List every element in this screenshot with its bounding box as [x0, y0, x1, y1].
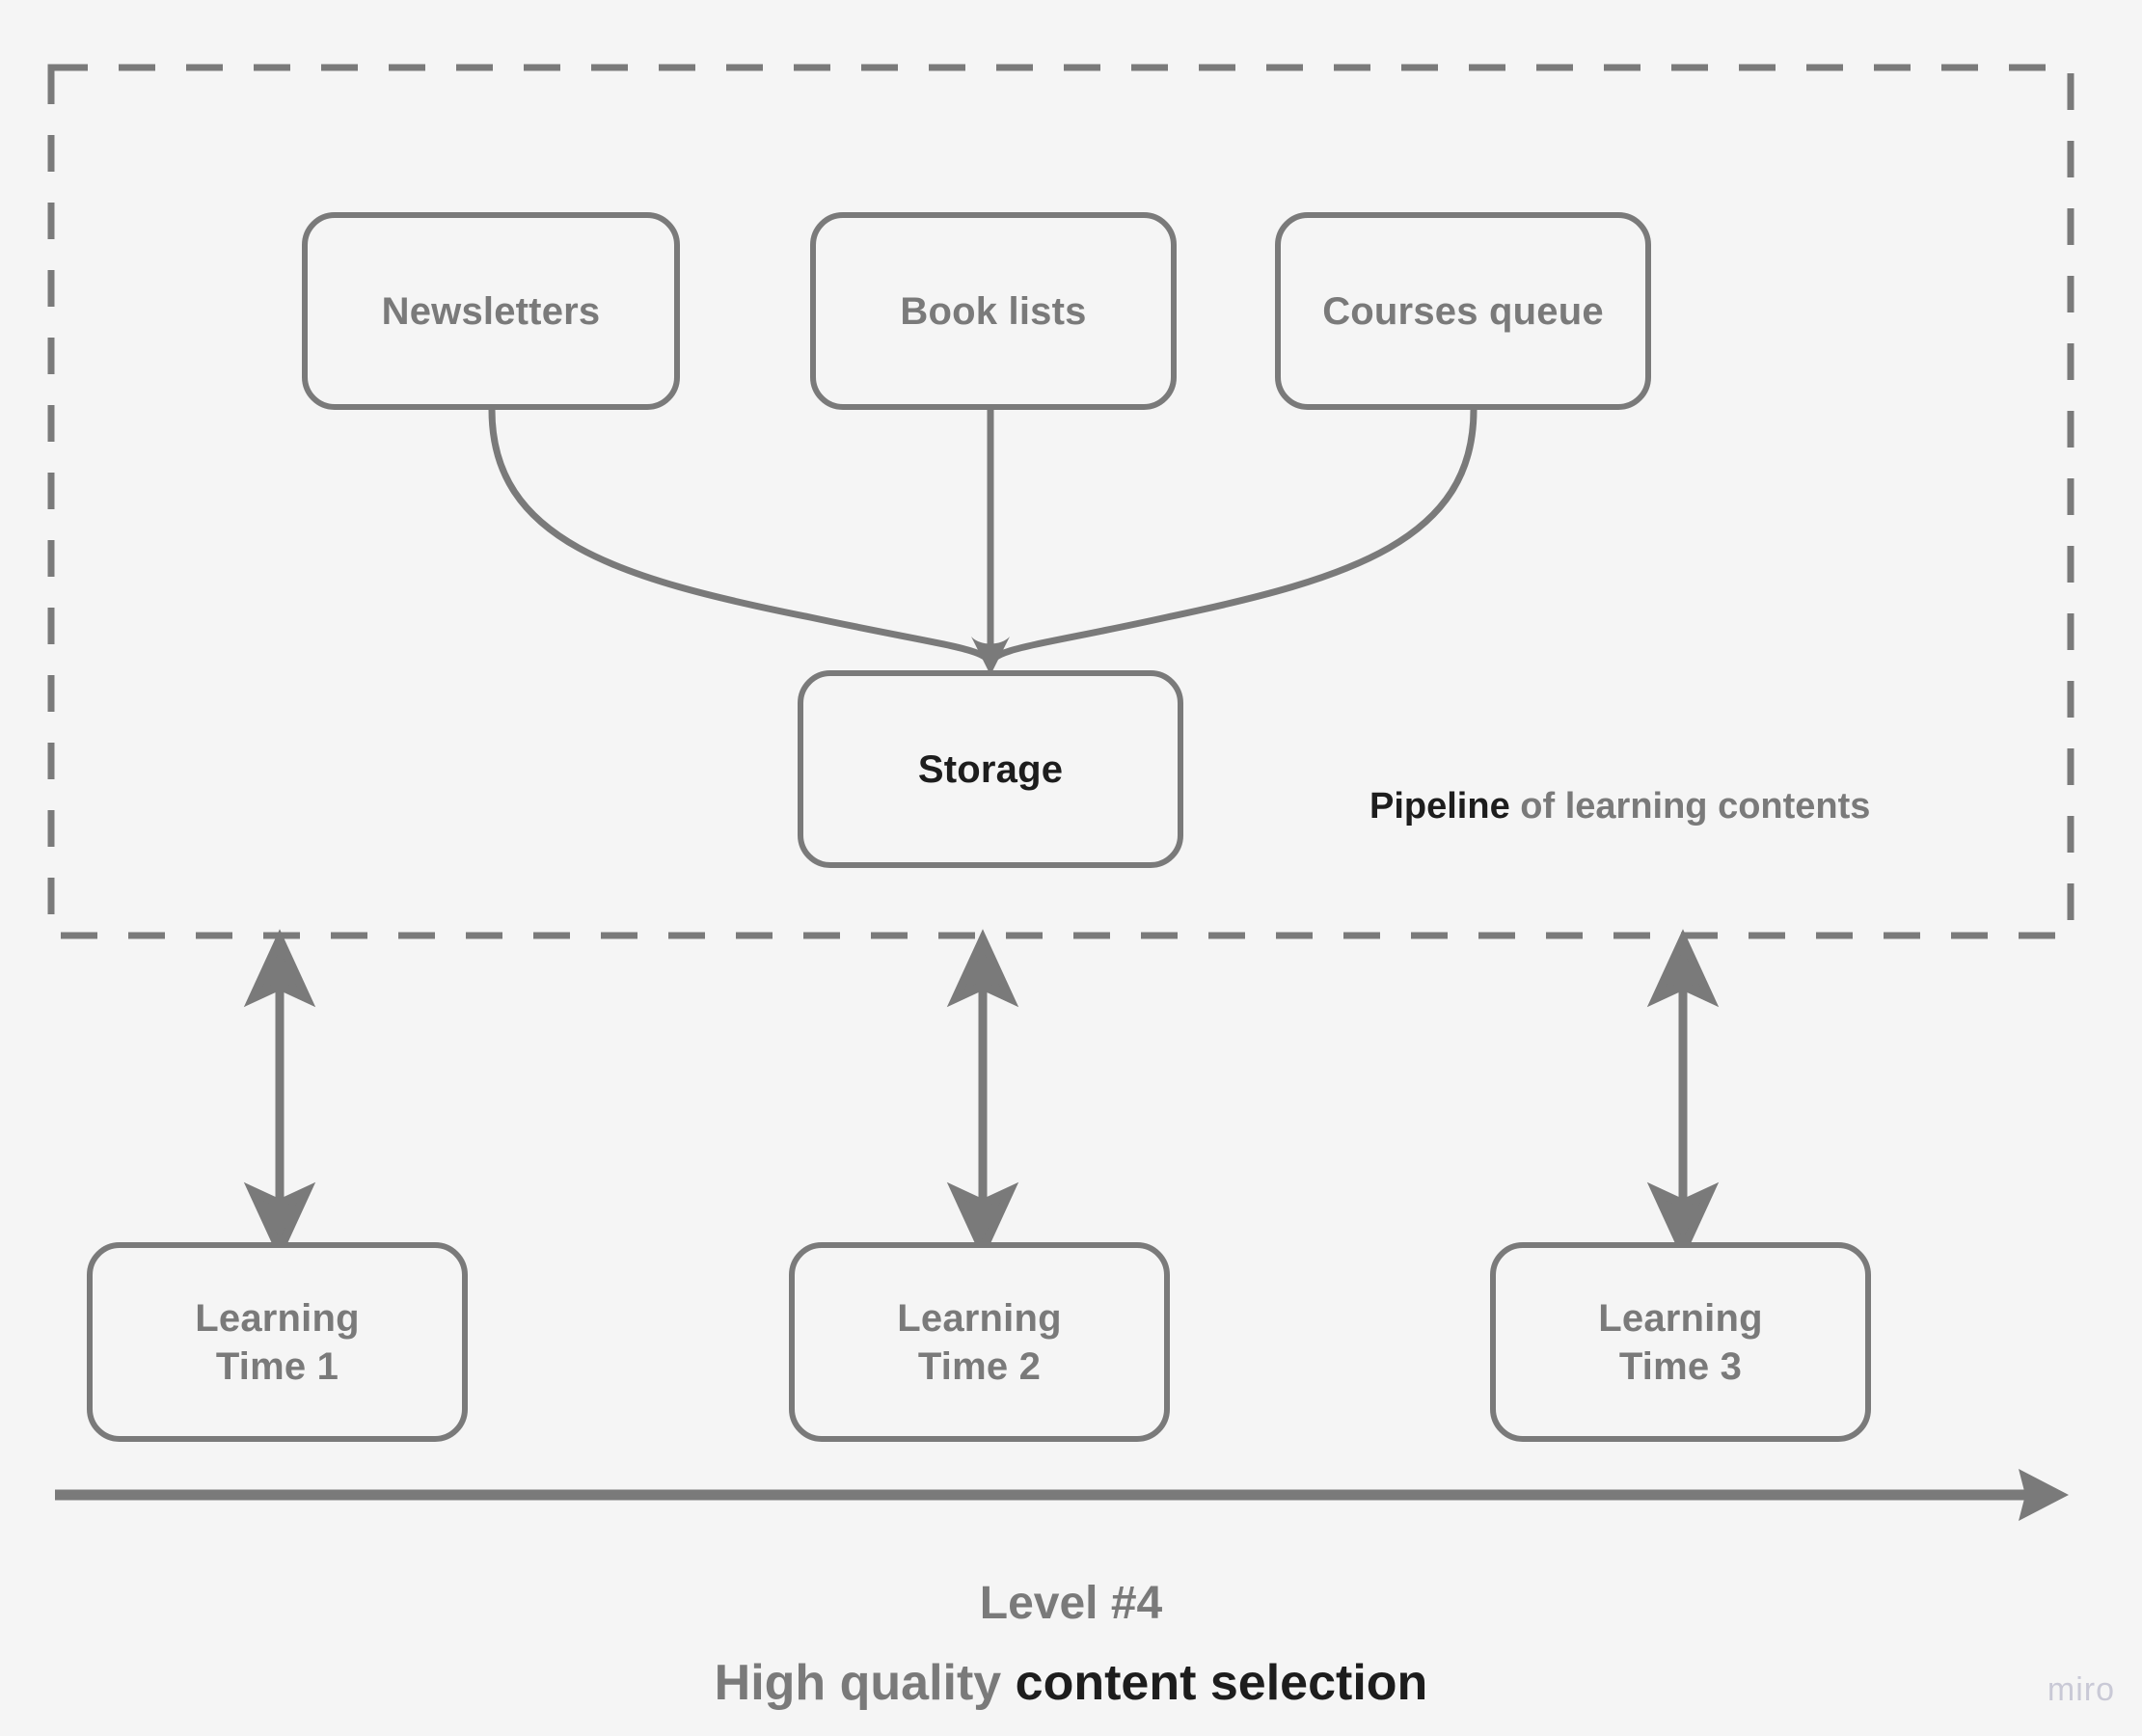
footer-level-title: Level #4 — [979, 1578, 1163, 1629]
pipeline-dashed-border — [47, 64, 2074, 939]
node-learning-time-3-label: Learning Time 3 — [1598, 1296, 1763, 1388]
node-newsletters[interactable]: Newsletters — [302, 212, 680, 410]
node-learning-time-1-label: Learning Time 1 — [195, 1296, 360, 1388]
footer-subtitle-muted: High quality — [714, 1655, 1016, 1711]
source-to-storage-edges — [488, 409, 1478, 666]
node-learning-time-2[interactable]: Learning Time 2 — [789, 1242, 1170, 1442]
node-book-lists[interactable]: Book lists — [810, 212, 1177, 410]
node-learning-time-2-label: Learning Time 2 — [897, 1296, 1062, 1388]
pipeline-caption-strong: Pipeline — [1369, 786, 1510, 827]
timeline-arrow — [55, 1469, 2069, 1521]
node-learning-time-3[interactable]: Learning Time 3 — [1490, 1242, 1871, 1442]
node-learning-time-1[interactable]: Learning Time 1 — [87, 1242, 468, 1442]
double-arrow-2 — [946, 929, 1019, 1261]
pipeline-caption-rest: of learning contents — [1509, 786, 1871, 827]
node-courses-queue[interactable]: Courses queue — [1275, 212, 1651, 410]
pipeline-to-learning-arrows — [243, 929, 1720, 1261]
node-storage[interactable]: Storage — [798, 670, 1183, 868]
double-arrow-3 — [1646, 929, 1720, 1261]
edge-courses-to-storage — [987, 409, 1478, 666]
pipeline-caption: Pipeline of learning contents — [1369, 786, 1870, 827]
double-arrow-1 — [243, 929, 316, 1261]
edge-newsletters-to-storage — [488, 409, 994, 666]
footer-subtitle: High quality content selection — [0, 1654, 2142, 1712]
node-newsletters-label: Newsletters — [381, 289, 601, 333]
storage-arrowhead — [971, 637, 1010, 675]
node-book-lists-label: Book lists — [900, 289, 1087, 333]
node-courses-queue-label: Courses queue — [1322, 289, 1604, 333]
node-storage-label: Storage — [917, 747, 1064, 791]
miro-watermark: miro — [2047, 1671, 2115, 1708]
footer-subtitle-strong: content selection — [1015, 1655, 1428, 1711]
